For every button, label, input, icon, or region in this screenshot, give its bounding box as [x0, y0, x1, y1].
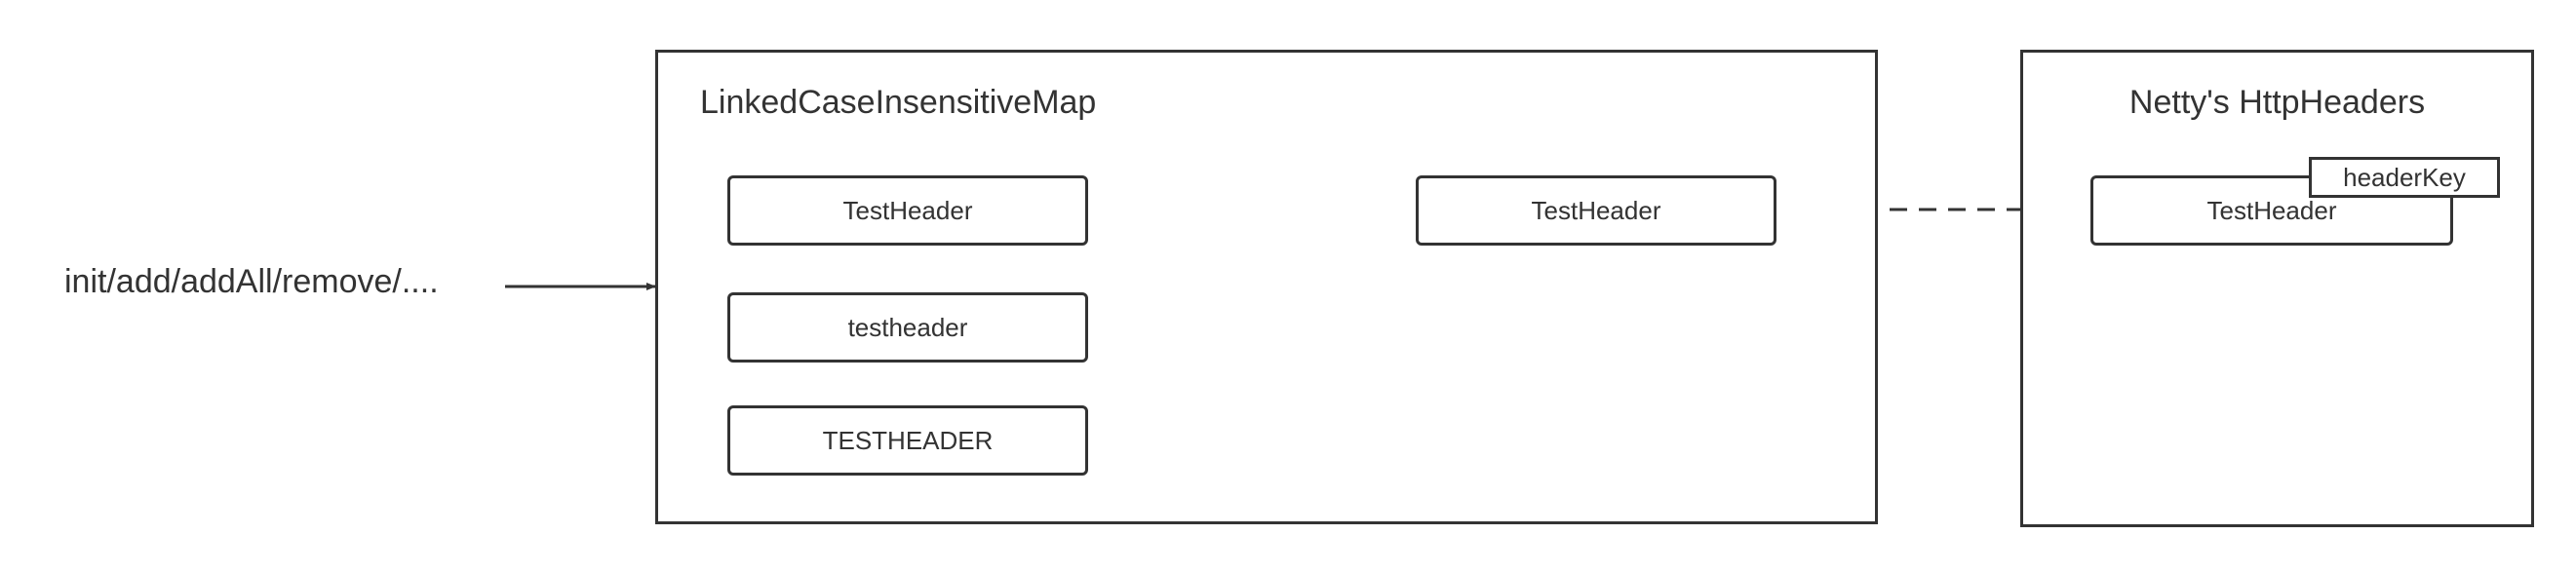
input-key-node-3: TESTHEADER	[727, 405, 1088, 476]
operations-label: init/add/addAll/remove/....	[64, 263, 439, 300]
input-key-node-2: testheader	[727, 292, 1088, 363]
netty-headers-container	[2020, 50, 2534, 527]
input-key-node-1: TestHeader	[727, 175, 1088, 246]
header-key-tag: headerKey	[2309, 157, 2500, 198]
netty-headers-title: Netty's HttpHeaders	[2128, 84, 2426, 121]
stored-key-node: TestHeader	[1416, 175, 1776, 246]
linked-map-title: LinkedCaseInsensitiveMap	[700, 84, 1097, 121]
